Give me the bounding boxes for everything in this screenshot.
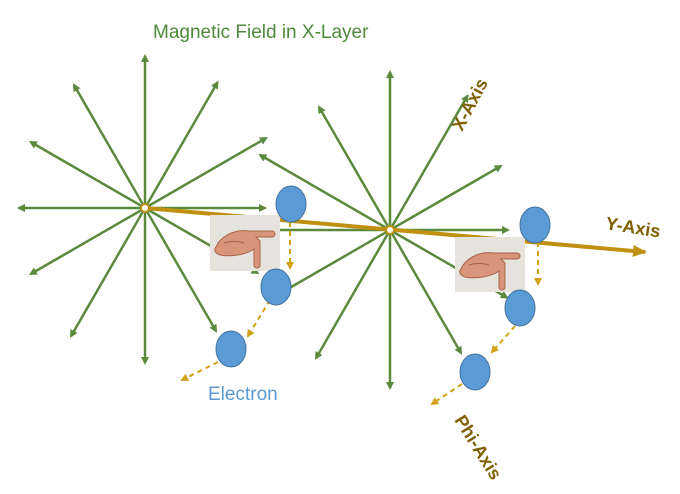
field-line-arrow [388, 94, 469, 231]
field-line-arrow [143, 80, 219, 209]
field-line-arrow [144, 136, 268, 210]
field-line-arrow [258, 153, 391, 232]
x-axis-label: X-Axis [448, 75, 492, 134]
electron [459, 353, 491, 391]
pointing-hand-icon [455, 237, 525, 292]
field-line-arrow [389, 164, 503, 232]
phi-arrow [490, 325, 516, 354]
field-line-arrow [28, 206, 146, 276]
diagram-title: Magnetic Field in X-Layer [153, 22, 369, 43]
pointing-hand-icon [210, 215, 280, 271]
electron [519, 206, 551, 244]
field-lines-left [17, 54, 268, 365]
field-line-arrow [314, 229, 392, 360]
electron [215, 330, 247, 368]
field-center-right [385, 225, 395, 235]
phi-axis-label: Phi-Axis [451, 412, 506, 484]
electron [275, 185, 307, 223]
phi-arrow [246, 299, 271, 338]
field-center-left [140, 203, 150, 213]
field-line-arrow [28, 140, 146, 210]
field-line-arrow [317, 105, 392, 231]
y-axis-label: Y-Axis [604, 213, 661, 241]
electron [260, 268, 292, 306]
field-line-arrow [72, 83, 147, 209]
electron-label: Electron [208, 384, 278, 405]
field-line-arrow [279, 228, 391, 294]
phi-arrow [180, 361, 219, 381]
field-line-arrow [388, 229, 463, 355]
field-lines-right [258, 70, 510, 390]
electron [504, 289, 536, 327]
field-line-arrow [69, 207, 147, 338]
field-line-arrow [143, 207, 218, 333]
phi-arrow [430, 383, 463, 406]
